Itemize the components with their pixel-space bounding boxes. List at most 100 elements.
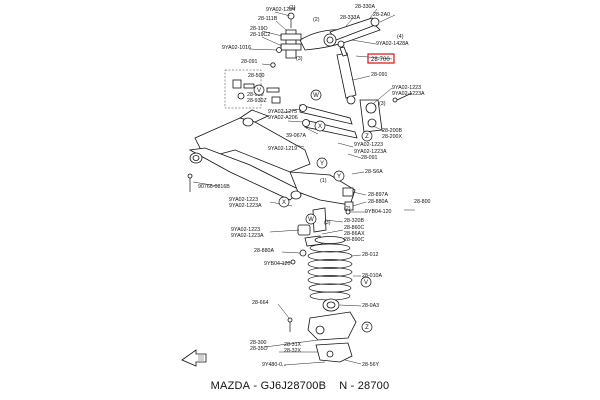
svg-text:Z: Z xyxy=(365,325,369,331)
svg-text:X: X xyxy=(318,124,322,130)
svg-text:V: V xyxy=(364,280,368,286)
part-callout-46: 28-35O xyxy=(250,346,268,352)
shock-absorber-28-700[interactable] xyxy=(336,40,357,105)
part-callout-49: 9Y480-0... xyxy=(262,362,286,368)
svg-text:Y: Y xyxy=(320,161,324,167)
part-callout-48: 28-32X xyxy=(284,348,302,354)
part-callout-1: 28-111B xyxy=(258,16,278,22)
footer-spacer xyxy=(326,380,339,392)
part-callout-15: 28-930Z xyxy=(247,98,267,104)
highlight-28-700[interactable]: 28-700 xyxy=(367,53,395,64)
rear-crossmember xyxy=(187,109,356,206)
part-callout-30: 28-800 xyxy=(414,199,431,205)
part-callout-42: 28-010A xyxy=(362,273,382,279)
index-number-3: (3) xyxy=(296,56,303,62)
marker-x-2: X xyxy=(314,120,326,132)
part-callout-3: 28-19C2 xyxy=(250,32,270,38)
part-callout-39: 28-880A xyxy=(254,248,274,254)
part-callout-13: 28-500 xyxy=(248,73,265,79)
footer-ref-number: 28700 xyxy=(357,380,390,392)
part-callout-33: 28-320B xyxy=(344,218,364,224)
footer-separator: - xyxy=(250,380,261,392)
circle-markers: V W X Y Z Y W X Z V xyxy=(253,84,373,333)
part-callout-23: 9YA02-1223A xyxy=(354,149,387,155)
part-callout-50: 28-56Y xyxy=(362,362,380,368)
part-callout-26: 90766-0816B xyxy=(198,184,230,190)
marker-y-3: Y xyxy=(316,157,328,169)
part-callout-28: 28-880A xyxy=(368,199,388,205)
front-direction-arrow xyxy=(181,349,207,367)
part-callout-0: 9YA02-1284 xyxy=(266,7,295,13)
index-number-7: (3) xyxy=(379,101,386,107)
index-number-1: (4) xyxy=(397,34,404,40)
footer-ref-prefix: N - xyxy=(339,380,358,392)
part-callout-16: 9YA02-1275 xyxy=(268,109,297,115)
part-callout-14: 28-930 xyxy=(247,92,264,98)
index-number-2: (2) xyxy=(313,17,320,23)
upper-arm-assembly xyxy=(270,12,381,68)
part-callout-37: 9YA02-1223 xyxy=(231,227,260,233)
part-callout-17: 9YA02-A206 xyxy=(268,115,298,121)
part-callout-18: 39-067A xyxy=(286,133,306,139)
part-callout-6: 28-330A xyxy=(355,4,375,10)
part-callout-47: 28-31X xyxy=(284,342,302,348)
marker-v-0: V xyxy=(253,84,265,96)
part-callout-25: 28-S6A xyxy=(365,169,383,175)
part-callout-32: 9YA02-1223A xyxy=(229,203,262,209)
part-callout-8: 28-333A xyxy=(340,15,360,21)
part-callout-20: 28-200X xyxy=(382,134,402,140)
part-callout-45: 28-300 xyxy=(250,340,267,346)
marker-y-5: Y xyxy=(333,170,345,182)
part-callout-4: 9YA02-1016 xyxy=(222,45,251,51)
part-callout-10: 28-091 xyxy=(371,72,388,78)
index-number-4: (1) xyxy=(320,178,327,184)
marker-z-4: Z xyxy=(361,130,373,142)
marker-v-9: V xyxy=(360,276,372,288)
part-callout-36: 28-890C xyxy=(344,237,364,243)
part-callout-22: 9YA02-1223 xyxy=(354,142,383,148)
part-callout-7: 28-2A0 xyxy=(373,12,390,18)
svg-text:V: V xyxy=(257,88,261,94)
coil-spring xyxy=(307,236,353,301)
part-callout-2: 28-19O xyxy=(250,26,268,32)
index-number-0: (1) xyxy=(289,5,296,11)
inset-box xyxy=(224,69,281,109)
index-number-6: (3) xyxy=(324,220,331,226)
svg-text:W: W xyxy=(308,217,314,223)
knuckle-assembly xyxy=(287,298,357,363)
svg-text:W: W xyxy=(313,93,319,99)
part-callout-43: 28-664 xyxy=(252,300,269,306)
marker-w-6: W xyxy=(305,213,317,225)
lateral-links xyxy=(299,92,413,139)
part-callout-24: 28-091 xyxy=(361,155,378,161)
svg-text:X: X xyxy=(282,200,286,206)
part-callout-11: 9YA02-1223 xyxy=(392,85,421,91)
marker-w-1: W xyxy=(310,89,322,101)
footer-part-number: GJ6J28700B xyxy=(260,380,327,392)
index-number-5: (2) xyxy=(344,206,351,212)
footer-brand: MAZDA xyxy=(210,380,251,392)
part-callout-40: 9YB04-120 xyxy=(264,261,291,267)
marker-z-8: Z xyxy=(361,321,373,333)
part-footer: MAZDA - GJ6J28700B N - 28700 xyxy=(0,376,600,396)
part-callout-5: 28-091 xyxy=(241,59,258,65)
svg-text:Y: Y xyxy=(337,174,341,180)
part-callout-34: 28-860C xyxy=(344,225,364,231)
part-callout-35: 28-86AX xyxy=(344,231,365,237)
part-callout-19: 28-200B xyxy=(382,128,402,134)
index-numbers: (1) (4) (2) (3) (1) (2) (3) (3) xyxy=(289,5,404,226)
part-callout-38: 9YA02-1223A xyxy=(231,233,264,239)
highlight-label: 28-700 xyxy=(371,57,390,63)
part-callout-41: 28-012 xyxy=(362,252,379,258)
part-callout-31: 9YA02-1223 xyxy=(229,197,258,203)
svg-text:Z: Z xyxy=(365,134,369,140)
part-callout-21: 9YA02-1219 xyxy=(268,146,297,152)
part-callout-44: 28-0A3 xyxy=(362,303,379,309)
part-callout-29: 9YB04-120 xyxy=(365,209,392,215)
marker-x-7: X xyxy=(278,196,290,208)
part-callout-12: 9YA02-1223A xyxy=(392,91,425,97)
part-callout-9: 9YA02-1428A xyxy=(376,41,409,47)
part-callout-27: 28-897A xyxy=(368,192,388,198)
